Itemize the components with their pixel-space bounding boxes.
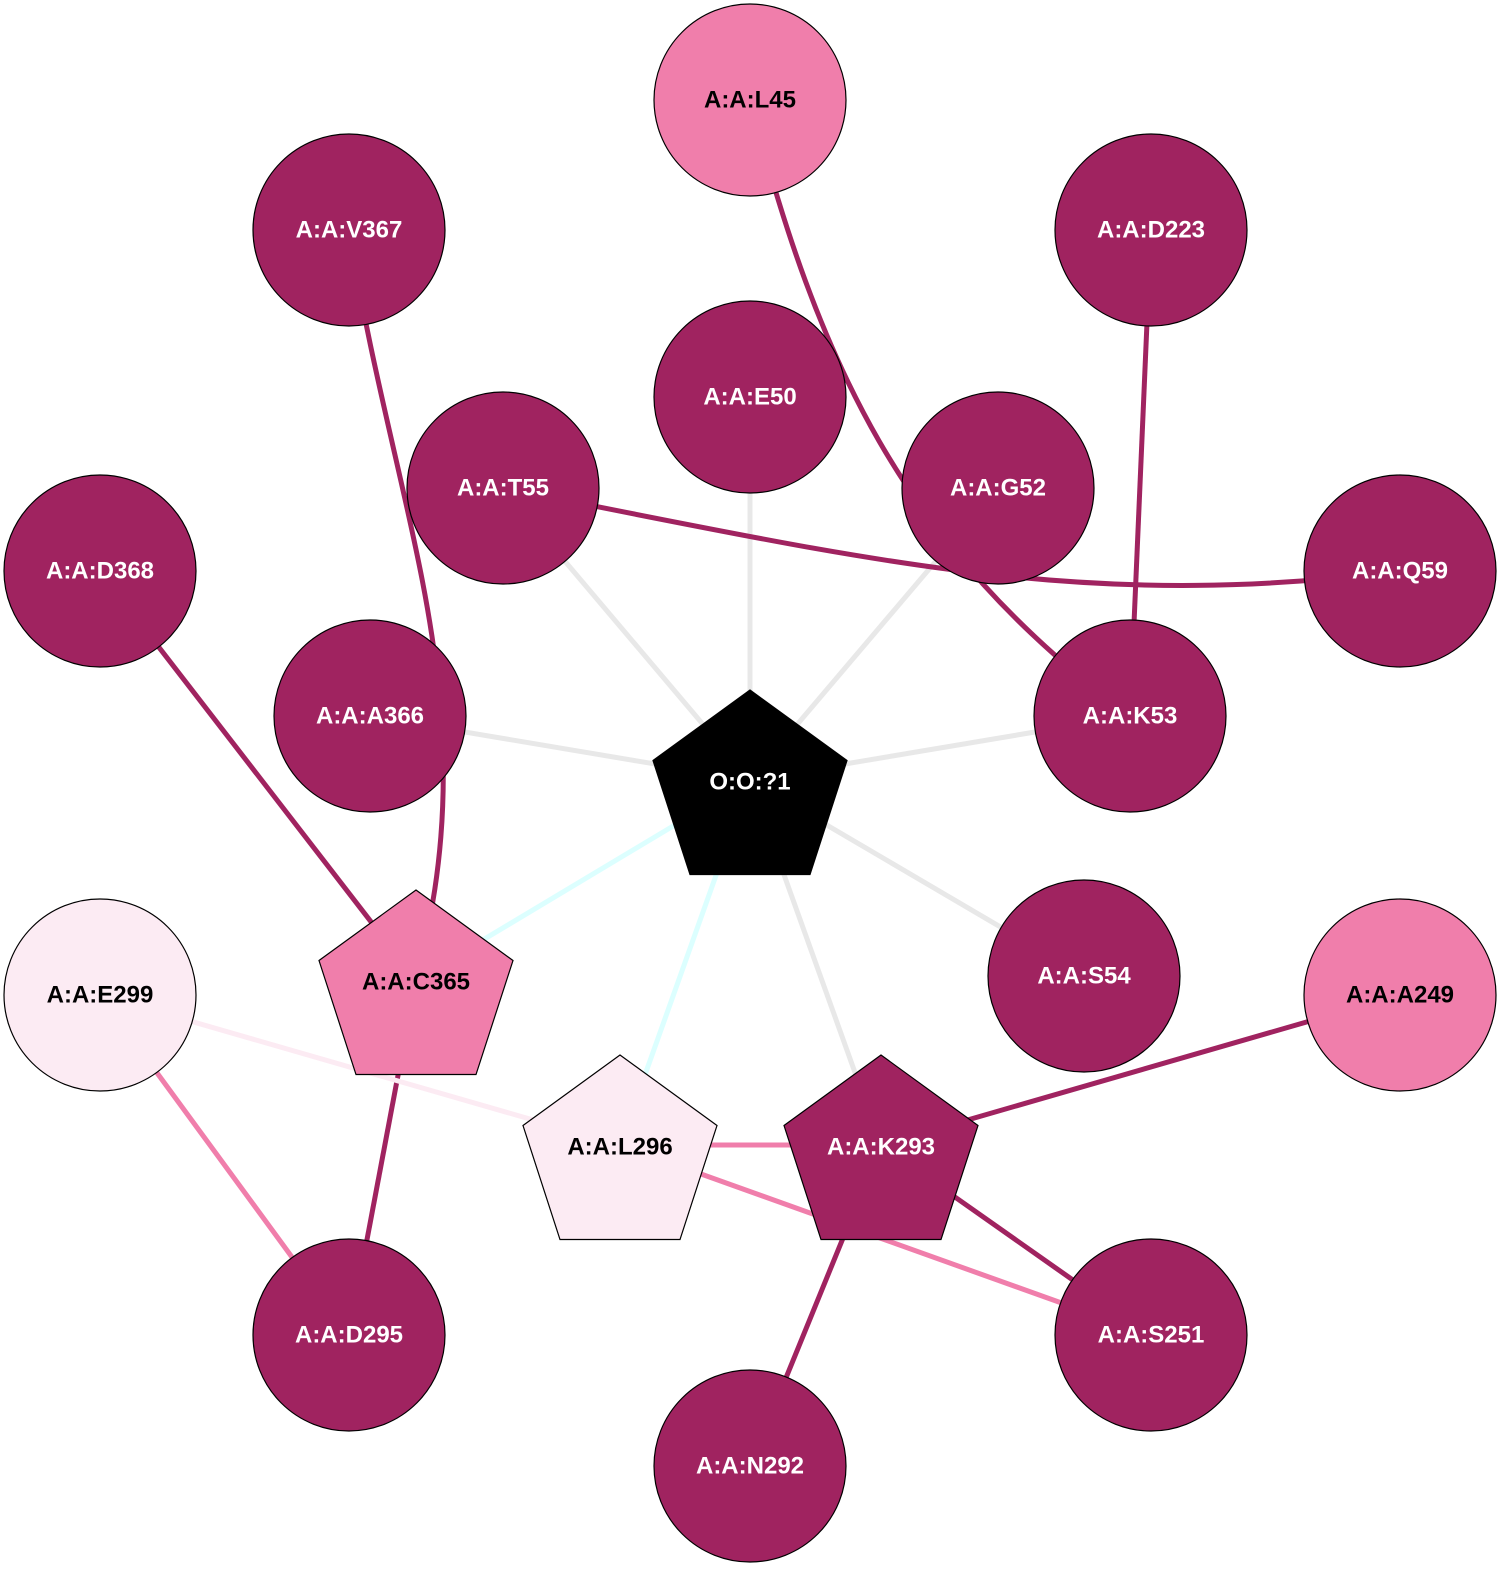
circle-shape [1033,619,1227,813]
node-a-a-d223[interactable]: A:A:D223 [1054,133,1248,327]
node-label: A:A:A366 [316,703,424,730]
circle-shape [653,300,847,494]
node-label: A:A:D368 [46,558,154,585]
node-a-a-l45[interactable]: A:A:L45 [653,3,847,197]
node-label: A:A:L45 [704,87,796,114]
node-label: A:A:D223 [1097,217,1205,244]
pentagon-shape [783,1054,979,1241]
node-a-a-v367[interactable]: A:A:V367 [252,133,446,327]
pentagon-shape [652,689,848,876]
edge-a-a-v367-to-a-a-c365 [346,229,446,981]
circle-shape [901,391,1095,585]
circle-shape [273,619,467,813]
node-label: A:A:S251 [1098,1322,1205,1349]
node-a-a-e299[interactable]: A:A:E299 [3,898,197,1092]
node-a-a-t55[interactable]: A:A:T55 [406,391,600,585]
circle-shape [252,1238,446,1432]
node-a-a-a366[interactable]: A:A:A366 [273,619,467,813]
circle-shape [1303,898,1497,1092]
node-a-a-n292[interactable]: A:A:N292 [653,1369,847,1563]
node-label: A:A:D295 [295,1322,403,1349]
node-a-a-a249[interactable]: A:A:A249 [1303,898,1497,1092]
node-a-a-s54[interactable]: A:A:S54 [987,879,1181,1073]
circle-shape [1054,133,1248,327]
node-a-a-e50[interactable]: A:A:E50 [653,300,847,494]
circle-shape [1303,474,1497,668]
node-label: A:A:Q59 [1352,558,1448,585]
node-label: A:A:V367 [296,217,403,244]
circle-shape [252,133,446,327]
node-label: A:A:K293 [827,1134,935,1161]
node-a-a-g52[interactable]: A:A:G52 [901,391,1095,585]
node-label: A:A:A249 [1346,982,1454,1009]
node-label: A:A:T55 [457,475,549,502]
node-a-a-c365[interactable]: A:A:C365 [318,889,514,1076]
circle-shape [406,391,600,585]
circle-shape [653,1369,847,1563]
node-a-a-d295[interactable]: A:A:D295 [252,1238,446,1432]
node-o-o-1[interactable]: O:O:?1 [652,689,848,876]
node-a-a-q59[interactable]: A:A:Q59 [1303,474,1497,668]
node-a-a-s251[interactable]: A:A:S251 [1054,1238,1248,1432]
circle-shape [653,3,847,197]
node-label: A:A:E50 [703,384,796,411]
node-a-a-k293[interactable]: A:A:K293 [783,1054,979,1241]
node-a-a-k53[interactable]: A:A:K53 [1033,619,1227,813]
circle-shape [987,879,1181,1073]
node-label: A:A:L296 [567,1134,672,1161]
node-label: A:A:N292 [696,1453,804,1480]
edge-a-a-l45-to-a-a-k53 [747,99,1132,719]
circle-shape [1054,1238,1248,1432]
pentagon-shape [318,889,514,1076]
pentagon-shape [522,1054,718,1241]
node-label: A:A:C365 [362,969,470,996]
node-label: A:A:S54 [1037,963,1131,990]
circle-shape [3,898,197,1092]
node-label: A:A:K53 [1083,703,1178,730]
node-label: O:O:?1 [709,769,790,796]
node-label: A:A:E299 [47,982,154,1009]
node-a-a-l296[interactable]: A:A:L296 [522,1054,718,1241]
circle-shape [3,474,197,668]
node-label: A:A:G52 [950,475,1046,502]
node-a-a-d368[interactable]: A:A:D368 [3,474,197,668]
